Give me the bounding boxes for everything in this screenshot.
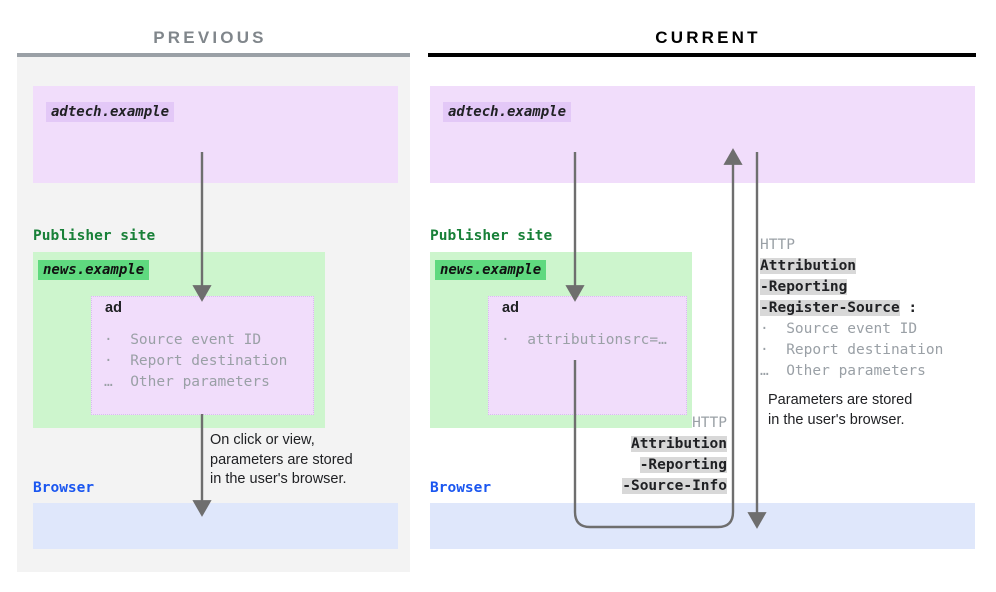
response-http-line-1: Attribution — [760, 258, 857, 274]
publisher-site-label-current: Publisher site — [430, 228, 553, 244]
response-http-line-2: -Reporting — [760, 279, 848, 295]
storage-note-previous: On click or view, parameters are stored … — [210, 432, 353, 487]
response-http-block: HTTP Attribution -Reporting -Register-So… — [760, 235, 990, 382]
ad-box-previous — [91, 296, 314, 415]
adtech-origin-chip-current: adtech.example — [443, 102, 572, 122]
request-http-line-2: -Reporting — [639, 457, 727, 473]
publisher-origin-chip-previous: news.example — [38, 260, 150, 280]
panel-previous: PREVIOUS adtech.example Publisher site n… — [0, 0, 420, 592]
column-divider-current — [428, 53, 976, 57]
browser-label-previous: Browser — [33, 480, 95, 496]
publisher-site-label-previous: Publisher site — [33, 228, 156, 244]
adtech-zone-current — [430, 86, 975, 183]
adtech-origin-chip-previous: adtech.example — [46, 102, 175, 122]
browser-zone-previous — [33, 503, 398, 549]
request-http-block: HTTP Attribution -Reporting -Source-Info — [530, 413, 727, 497]
column-title-current: CURRENT — [655, 28, 761, 47]
response-http-params: · Source event ID · Report destination …… — [760, 321, 944, 379]
ad-parameters-current: · attributionsrc=… — [501, 332, 667, 348]
request-http-protocol: HTTP — [692, 415, 727, 431]
request-http-line-1: Attribution — [630, 436, 727, 452]
column-title-previous: PREVIOUS — [153, 28, 267, 47]
column-divider-previous — [17, 53, 410, 57]
response-http-line-3: -Register-Source : — [760, 300, 918, 316]
panel-current: CURRENT adtech.example Publisher site ne… — [420, 0, 996, 592]
response-http-protocol: HTTP — [760, 237, 795, 253]
ad-parameters-previous: · Source event ID · Report destination …… — [104, 332, 288, 390]
browser-label-current: Browser — [430, 480, 492, 496]
ad-title-current: ad — [502, 300, 519, 316]
browser-zone-current — [430, 503, 975, 549]
adtech-zone-previous — [33, 86, 398, 183]
publisher-origin-chip-current: news.example — [435, 260, 547, 280]
ad-title-previous: ad — [105, 300, 122, 316]
storage-note-current: Parameters are stored in the user's brow… — [768, 392, 913, 428]
request-http-line-3: -Source-Info — [622, 478, 727, 494]
